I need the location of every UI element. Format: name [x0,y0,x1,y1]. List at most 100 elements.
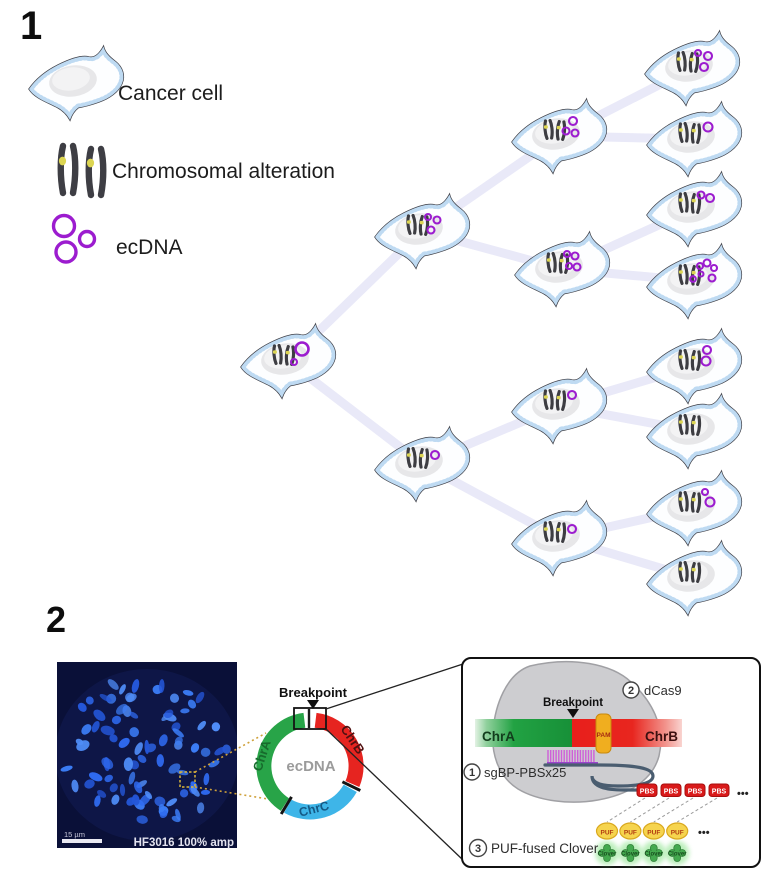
clover-label: Clover [598,852,617,858]
chromosome-blob [129,727,140,738]
legend-label-chromosomal-alteration: Chromosomal alteration [112,160,335,183]
chromosome-blob [203,773,210,786]
pbs-box-label: PBS [664,789,679,796]
ecdna-circle [695,261,705,271]
puf-clover-unit: Clover PUF [595,822,619,865]
chromosome-blob [158,734,168,747]
ecdna-circle [562,249,572,259]
pbs-box-label: PBS [688,789,703,796]
step-2-circle [622,681,640,699]
chromosome-blob [214,746,226,756]
gen3-2-cell [515,233,609,307]
chromosome-blob [136,815,148,824]
chromosome-blob [200,789,211,795]
callout-breakpoint-arrow-icon [567,709,579,718]
puf-domain [595,822,619,840]
chromosome-blob [158,804,165,813]
chromosome-blob [94,795,101,807]
gen3-1-cell [512,100,606,174]
puf-fused-clover-label: PUF-fused Clover [491,841,599,856]
gen3-4-cell [512,502,606,576]
chromosome-blob [174,736,183,746]
chromosome-blob [182,690,194,696]
ecdna-circle [704,496,716,508]
ecdna-circle [566,389,578,401]
cancer-cell-body [647,330,741,404]
ecdna-ring-diagram: Breakpoint ChrA ChrB ChrC ecDNA [250,685,368,820]
metaphase-micrograph: 15 µm HF3016 100% amp [57,662,237,849]
chromosome-blob [196,802,205,814]
chromosome-blob [197,720,206,731]
lineage-edges [283,63,699,583]
cancer-cell-body [647,173,741,247]
chromosome-blob [107,679,119,690]
legend-icons [29,47,123,264]
ring-center-label: ecDNA [286,758,335,775]
legend-label-ecdna: ecDNA [116,236,183,259]
cancer-cell-body [645,32,739,106]
pbs-box [636,783,658,797]
ecdna-circle [572,262,582,272]
zoom-region-box [179,771,196,788]
pam-site [595,713,612,754]
ecdna-circle [709,263,719,273]
cancer-cell-body [647,103,741,177]
gen4-2-cell [647,103,741,177]
sgbp-pbs-label: sgBP-PBSx25 [484,765,566,780]
clover-label: Clover [668,852,687,858]
chromosome-blob [137,754,147,763]
micrograph-leader-lines [194,732,269,800]
gen4-8-cell [647,542,741,616]
legend-label-cancer-cell: Cancer cell [118,82,224,105]
gen3-3-cell [512,370,606,444]
dcas9-label: dCas9 [644,683,682,698]
ecdna-circle [567,115,579,127]
clover-label: Clover [644,852,663,858]
ecdna-circle [426,225,436,235]
chromosome-blob [126,797,136,806]
pbs-ellipsis: ••• [737,788,749,800]
clover-icon [644,844,663,862]
chromosome-blob [158,679,165,693]
chromosome-blob [166,798,178,807]
chrB-bar [572,719,682,747]
chromosome-blob [129,711,139,719]
ecdna-circle [704,192,716,204]
chromosome-blob [104,774,113,783]
pbs-box [684,783,706,797]
puf-ellipsis: ••• [698,827,710,839]
chromosome-blob [100,725,115,736]
ecdna-circle [707,273,717,283]
clover-icon [668,844,687,862]
chromosome-blob [109,783,118,793]
cancer-cell-body [647,472,741,546]
breakpoint-arrow-icon [307,700,319,709]
breakpoint-marker-box [293,707,327,730]
ecdna-circle [564,261,574,271]
chromosome-blob [91,720,100,733]
cancer-cell-body [512,502,606,576]
chromosome-blob [84,779,95,789]
chromosome-blob [208,760,220,768]
pbs-repeats: PBS PBS PBS PBS [606,783,730,823]
callout-connector-lines [325,663,464,861]
ring-segment-chrA [256,712,306,811]
ecdna-circle [700,355,712,367]
chromosome-blob [101,757,114,770]
puf-label: PUF [601,830,614,837]
callout-chrA-label: ChrA [482,729,515,744]
ecdna-circle [700,487,710,497]
chromosome-blob [187,699,197,709]
ecdna-circle [702,50,714,62]
chromosome-blob [131,679,140,693]
pbs-box-label: PBS [712,789,727,796]
chromosome-blob [81,724,92,735]
pbs-box-label: PBS [640,789,655,796]
step-1-number: 1 [469,767,475,779]
chromosome-blob [200,747,211,757]
mechanism-callout-box: 2 dCas9 Breakpoint ChrA ChrB PAM [461,657,761,868]
puf-label: PUF [647,830,660,837]
ecdna-circle [698,61,710,73]
